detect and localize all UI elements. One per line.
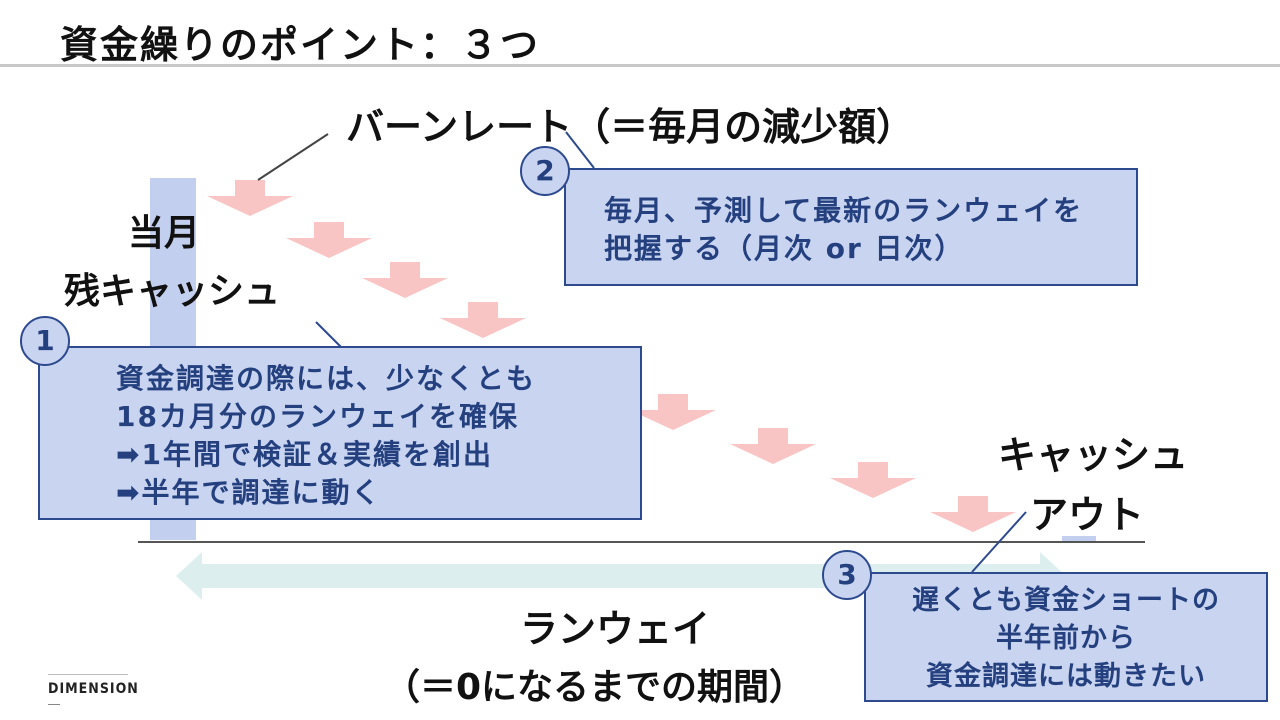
title-divider xyxy=(0,64,1280,67)
burn-arrow-5 xyxy=(630,394,716,430)
callout-1-number-badge: 1 xyxy=(20,316,70,366)
callout-3-connector xyxy=(971,511,1027,573)
callout-1-line-2: 18カ月分のランウェイを確保 xyxy=(116,400,519,433)
burn-rate-connector xyxy=(257,133,329,181)
callout-3-line-1: 遅くとも資金ショートの xyxy=(912,585,1220,616)
dimension-logo: DIMENSION xyxy=(48,681,139,697)
burn-arrow-2 xyxy=(286,222,372,258)
callout-1-line-4: ➡半年で調達に動く xyxy=(116,476,382,509)
burn-rate-label: バーンレート（＝毎月の減少額） xyxy=(346,105,915,149)
remaining-cash-label: 残キャッシュ xyxy=(64,271,281,312)
callout-1-line-3: ➡1年間で検証＆実績を創出 xyxy=(116,438,493,471)
callout-2-connector xyxy=(565,131,595,169)
callout-2: 毎月、予測して最新のランウェイを 把握する（月次 or 日次） xyxy=(564,168,1138,286)
runway-label-line1: ランウェイ xyxy=(520,607,711,651)
callout-3-line-3: 資金調達には動きたい xyxy=(926,661,1206,692)
callout-2-number-badge: 2 xyxy=(520,146,570,196)
current-month-label: 当月 xyxy=(128,213,201,254)
callout-3-line-2: 半年前から xyxy=(996,623,1136,654)
burn-arrow-8 xyxy=(930,496,1016,532)
cash-out-bar xyxy=(1062,536,1096,542)
callout-3-number-badge: 3 xyxy=(822,550,872,600)
burn-arrows xyxy=(207,180,1016,532)
cash-out-label-line1: キャッシュ xyxy=(998,433,1189,477)
burn-arrow-1 xyxy=(207,180,293,216)
runway-label-line2: （＝0になるまでの期間） xyxy=(384,667,806,708)
burn-arrow-7 xyxy=(830,462,916,498)
callout-1-connector xyxy=(315,321,343,349)
cash-out-label-line2: アウト xyxy=(1030,493,1145,537)
burn-arrow-4 xyxy=(440,302,526,338)
callout-3: 遅くとも資金ショートの 半年前から 資金調達には動きたい xyxy=(864,572,1268,702)
page-title: 資金繰りのポイント：３つ xyxy=(60,23,541,67)
callout-2-line-2: 把握する（月次 or 日次） xyxy=(604,232,965,265)
callout-2-line-1: 毎月、予測して最新のランウェイを xyxy=(604,194,1084,227)
callout-1-line-1: 資金調達の際には、少なくとも xyxy=(116,362,537,395)
logo-rule-top xyxy=(48,674,128,675)
burn-arrow-3 xyxy=(362,262,448,298)
callout-1: 資金調達の際には、少なくとも 18カ月分のランウェイを確保 ➡1年間で検証＆実績… xyxy=(38,346,642,520)
logo-rule-bottom xyxy=(48,704,60,705)
burn-arrow-6 xyxy=(730,428,816,464)
